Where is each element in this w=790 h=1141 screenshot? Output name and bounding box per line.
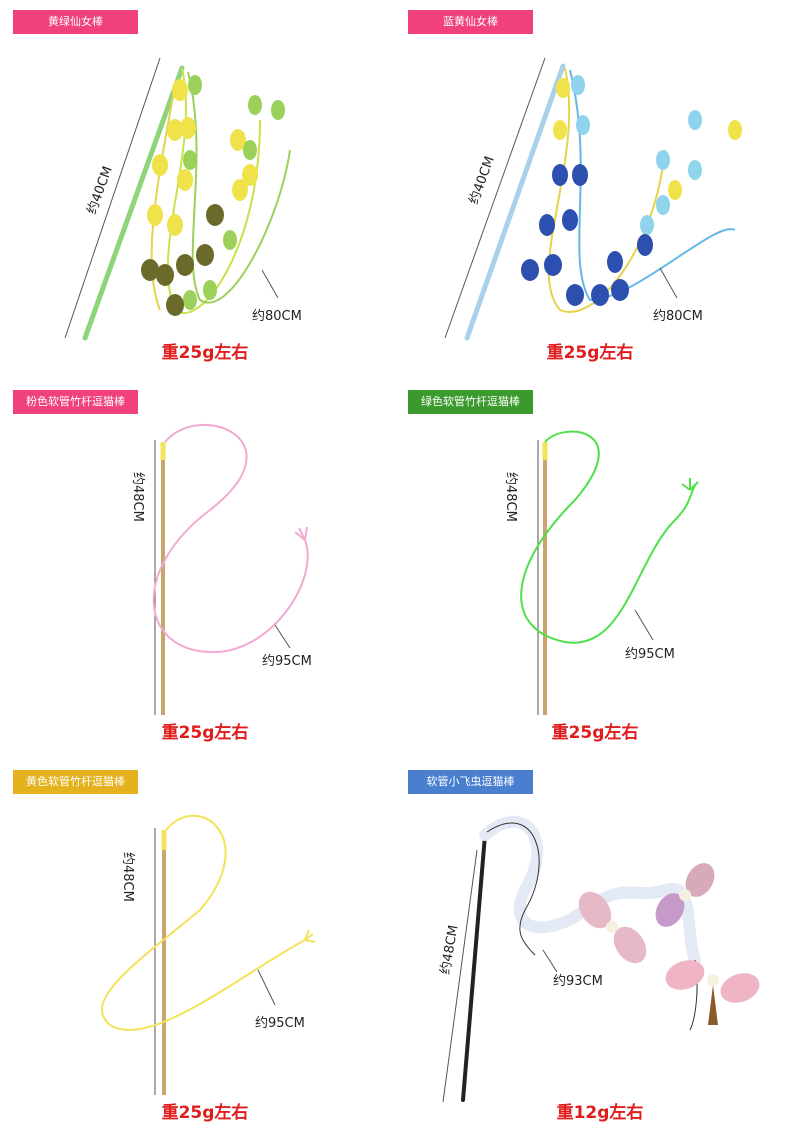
- product-image-fairy-wand-blue-yellow: 约80CM 约40CM: [444, 57, 742, 341]
- string-length-label: 约95CM: [625, 647, 675, 662]
- product-image-bamboo-yellow: 约95CM 约48CM: [101, 814, 316, 1095]
- product-card-1: 黄绿仙女棒 约80CM 约40CM 重25g左右: [0, 0, 395, 380]
- weight-label: 重12g左右: [556, 1103, 644, 1123]
- weight-label: 重25g左右: [546, 343, 634, 363]
- weight-label: 重25g左右: [551, 723, 639, 743]
- product-card-2: 蓝黄仙女棒 约80CM 约40CM 重25g左右: [395, 0, 790, 380]
- string-length-label: 约80CM: [252, 309, 302, 324]
- stick-length-label: 约48CM: [503, 472, 518, 522]
- string-length-label: 约93CM: [553, 974, 603, 989]
- product-tag: 粉色软管竹杆逗猫棒: [13, 390, 138, 414]
- product-card-3: 粉色软管竹杆逗猫棒 约95CM 约48CM 重25g左右: [0, 380, 395, 760]
- product-card-4: 绿色软管竹杆逗猫棒 约95CM 约48CM 重25g左右: [395, 380, 790, 760]
- string-length-label: 约80CM: [653, 309, 703, 324]
- product-image-fairy-wand-yellow-green: 约80CM 约40CM: [64, 57, 302, 341]
- product-card-5: 黄色软管竹杆逗猫棒 约95CM 约48CM 重25g左右: [0, 760, 395, 1140]
- product-tag: 黄色软管竹杆逗猫棒: [13, 770, 138, 794]
- stick-length-label: 约48CM: [120, 852, 135, 902]
- stick-length-label: 约40CM: [467, 154, 498, 206]
- string-length-label: 约95CM: [262, 654, 312, 669]
- weight-label: 重25g左右: [161, 343, 249, 363]
- weight-label: 重25g左右: [161, 723, 249, 743]
- insect-wings: [578, 863, 760, 1025]
- stick-length-label: 约48CM: [130, 472, 145, 522]
- product-image-bamboo-green: 约95CM 约48CM: [503, 430, 699, 715]
- product-tag: 蓝黄仙女棒: [408, 10, 533, 34]
- string-length-label: 约95CM: [255, 1016, 305, 1031]
- stick-length-label: 约48CM: [438, 924, 461, 976]
- stick-length-label: 约40CM: [85, 164, 116, 216]
- product-image-bamboo-pink: 约95CM 约48CM: [130, 423, 312, 715]
- product-tag: 黄绿仙女棒: [13, 10, 138, 34]
- product-tag: 绿色软管竹杆逗猫棒: [408, 390, 533, 414]
- product-tag: 软管小飞虫逗猫棒: [408, 770, 533, 794]
- product-image-flying-insect: 约93CM 约48CM: [438, 815, 760, 1103]
- product-card-6: 软管小飞虫逗猫棒 约93CM 约48CM 重12g左右: [395, 760, 790, 1140]
- weight-label: 重25g左右: [161, 1103, 249, 1123]
